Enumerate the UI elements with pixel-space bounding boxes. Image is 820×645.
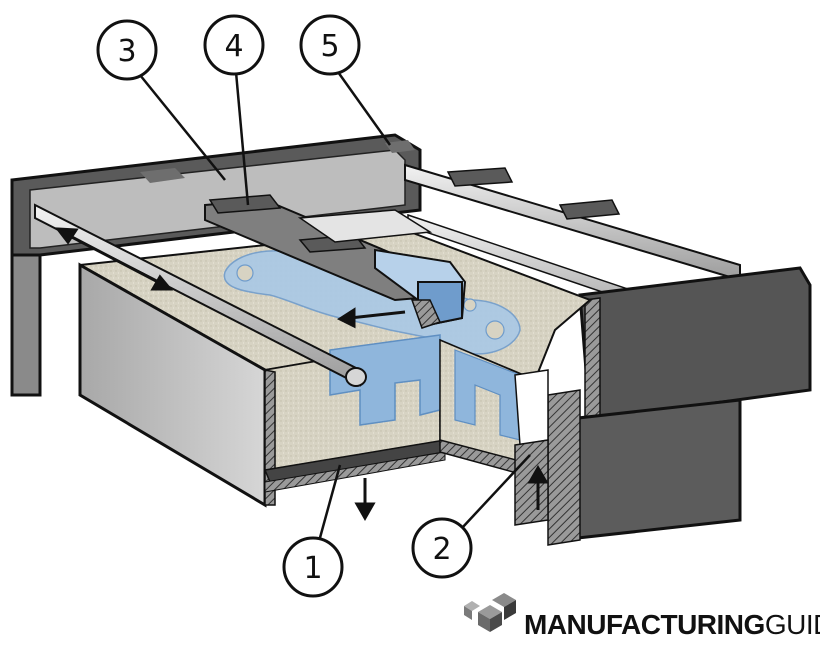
callout-4: 4 <box>203 14 265 76</box>
right-frame <box>404 163 812 546</box>
powder-supply <box>439 338 549 526</box>
callout-3: 3 <box>96 19 158 81</box>
callout-2: 2 <box>411 517 473 579</box>
callout-3-label: 3 <box>117 34 136 69</box>
callout-1: 1 <box>282 536 344 598</box>
callout-4-label: 4 <box>224 29 243 64</box>
leader-lines <box>139 71 531 546</box>
cube-logo-icon <box>464 593 516 632</box>
manufacturing-guide-logo: MANUFACTURINGGUIDE <box>464 593 820 640</box>
logo-wordmark: MANUFACTURINGGUIDE <box>524 609 820 640</box>
motion-arrows <box>54 227 549 522</box>
gantry <box>34 194 467 387</box>
callout-2-label: 2 <box>432 532 451 567</box>
build-chamber <box>78 262 446 508</box>
callout-1-label: 1 <box>303 551 322 586</box>
callout-5-label: 5 <box>320 29 339 64</box>
callout-5: 5 <box>299 14 361 76</box>
